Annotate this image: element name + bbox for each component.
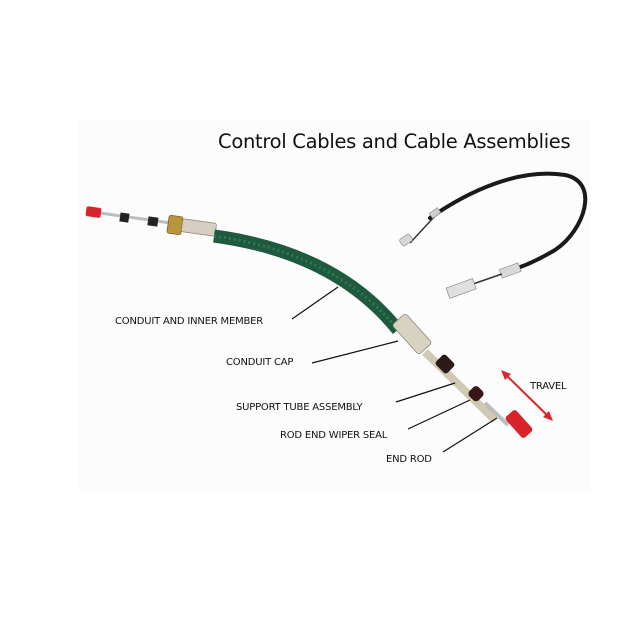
label-conduit-and-inner-member: CONDUIT AND INNER MEMBER xyxy=(115,316,264,327)
label-support-tube-assembly: SUPPORT TUBE ASSEMBLY xyxy=(236,402,363,413)
secondary-cable-assembly xyxy=(399,171,588,299)
main-cable-assembly xyxy=(85,206,533,438)
label-end-rod: END ROD xyxy=(386,454,432,465)
travel-arrow-icon xyxy=(501,370,553,421)
label-rod-end-wiper-seal: ROD END WIPER SEAL xyxy=(280,430,388,441)
leader-lines xyxy=(291,286,498,453)
label-travel: TRAVEL xyxy=(530,381,567,392)
diagram-title: Control Cables and Cable Assemblies xyxy=(218,130,571,153)
label-conduit-cap: CONDUIT CAP xyxy=(226,357,294,368)
